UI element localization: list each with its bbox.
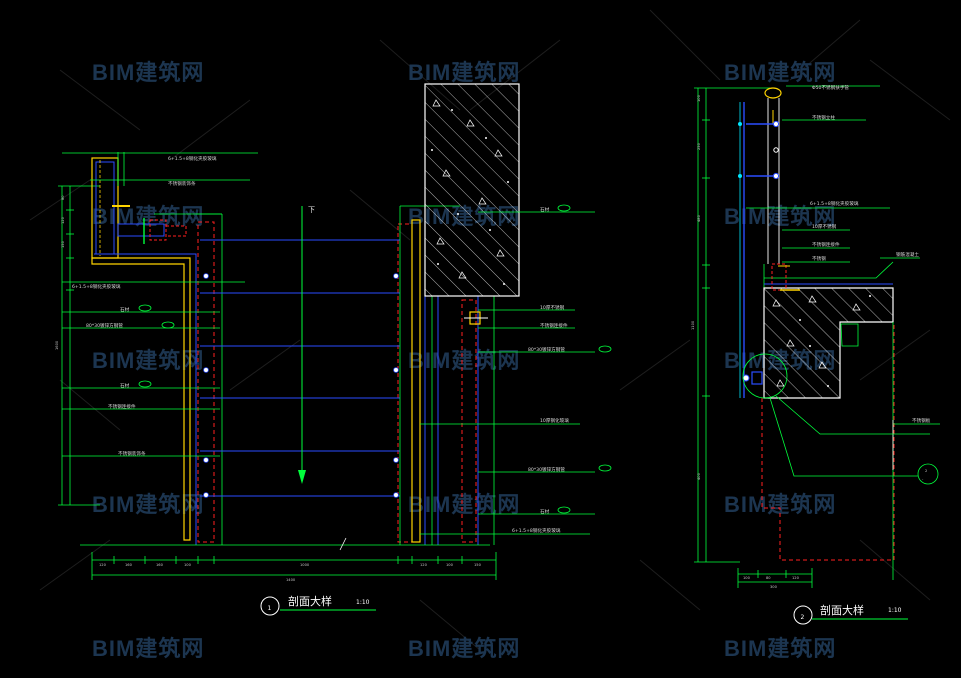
detail-2-title: 剖面大样 [820,603,864,617]
d2-label-6: 不锈钢 [812,255,826,262]
svg-text:120: 120 [792,576,800,580]
detail-1-top-rail [91,152,223,545]
detail-1-title-block: 1 剖面大样 1:10 [260,594,376,616]
watermark-text: BIM建筑网 [92,60,204,85]
watermark-text: BIM建筑网 [724,492,836,517]
detail-1-vertical-dimension [58,185,100,506]
svg-text:120: 120 [420,563,428,567]
svg-text:1000: 1000 [300,563,310,567]
watermark-text: BIM建筑网 [408,636,520,661]
svg-text:400: 400 [697,472,701,480]
detail-1-leaders-left [62,152,258,457]
detail-2-number: 2 [801,614,805,621]
d1-right-label-6: 80*30镀锌方钢管 [528,466,565,473]
d2-label-1: Φ50不锈钢扶手管 [812,84,849,91]
detail-1-down-arrow: 下 [298,206,315,484]
d1-label-5: 80*30镀锌方钢管 [86,322,123,329]
detail-2-handrail [738,87,782,398]
watermark-text: BIM建筑网 [724,636,836,661]
detail-1-scale: 1:10 [356,599,370,606]
detail-2-concrete-slab [763,287,894,399]
svg-text:120: 120 [61,216,65,224]
d1-right-label-7: 石材 [540,508,550,515]
watermarks: BIM建筑网 BIM建筑网 BIM建筑网 BIM建筑网 BIM建筑网 BIM建筑… [92,60,836,661]
svg-text:80: 80 [61,195,65,200]
d2-label-3: 6+1.5+8钢化夹胶玻璃 [810,200,859,207]
d1-label-2: 不锈钢装饰条 [168,180,196,187]
d1-label-3: 6+1.5+8钢化夹胶玻璃 [72,283,121,290]
detail-1-blue-span-lines [200,239,400,497]
detail-2-scale: 1:10 [888,607,902,614]
svg-text:100: 100 [743,576,751,580]
watermark-text: BIM建筑网 [92,204,204,229]
detail-1-number: 1 [268,605,272,612]
d1-label-1: 6+1.5+8钢化夹胶玻璃 [168,155,217,162]
d1-right-label-8: 6+1.5+8钢化夹胶玻璃 [512,527,561,534]
svg-text:1100: 1100 [691,320,695,330]
detail-2-leaders [746,85,940,425]
d1-right-label-5: 10厚钢化玻璃 [540,417,569,424]
d2-label-2: 不锈钢立柱 [812,114,835,121]
detail-1: 80 120 150 1600 [55,83,612,616]
watermark-text: BIM建筑网 [408,492,520,517]
detail-2-horizontal-dimension [737,568,813,588]
detail-2: 100 250 480 1100 400 [691,84,940,625]
svg-text:150: 150 [474,563,482,567]
detail-1-frame-dashed [197,221,477,543]
svg-text:160: 160 [125,563,133,567]
detail-1-horizontal-dimension [80,537,497,580]
detail-1-tag-ellipses [138,204,612,514]
detail-2-callout [742,353,939,485]
svg-text:2: 2 [925,469,927,473]
svg-text:80: 80 [766,576,771,580]
detail-1-title: 剖面大样 [288,594,332,608]
d1-right-label-4: 80*30镀锌方钢管 [528,346,565,353]
down-mark: 下 [308,206,315,214]
d1-label-7: 不锈钢连接件 [108,403,136,410]
d1-stone-tag-1: 石材 [120,306,130,313]
d1-stone-tag-2: 石材 [120,382,130,389]
svg-text:120: 120 [99,563,107,567]
background-guides [29,9,951,651]
d2-label-5: 不锈钢连接件 [812,241,840,248]
detail-1-leaders-right [420,211,595,535]
d2-label-4: 10厚不锈钢 [812,223,837,230]
svg-text:150: 150 [61,240,65,248]
d1-label-8: 不锈钢装饰条 [118,450,146,457]
watermark-text: BIM建筑网 [92,636,204,661]
svg-text:1600: 1600 [55,340,59,350]
detail-1-concrete-wall [424,83,520,297]
detail-2-title-block: 2 剖面大样 1:10 [793,603,908,625]
watermark-text: BIM建筑网 [92,492,204,517]
detail-2-vertical-dimension [694,87,770,563]
watermark-text: BIM建筑网 [408,60,520,85]
detail-2-finish-lines [761,261,895,580]
svg-text:100: 100 [184,563,192,567]
svg-text:480: 480 [697,214,701,222]
svg-text:160: 160 [156,563,164,567]
d2-label-7: 钢筋混凝土 [896,251,919,258]
d2-label-8: 不锈钢板 [912,417,931,424]
svg-text:300: 300 [770,585,778,589]
svg-text:-: - [922,477,924,481]
watermark-text: BIM建筑网 [92,348,204,373]
svg-text:1400: 1400 [286,578,296,582]
d1-right-label-3: 不锈钢连接件 [540,322,568,329]
d1-right-label-1: 石材 [540,206,550,213]
watermark-text: BIM建筑网 [724,60,836,85]
svg-text:100: 100 [446,563,454,567]
detail-1-fixing-points [203,273,399,498]
svg-text:250: 250 [697,142,701,150]
d1-right-label-2: 10厚不锈钢 [540,304,565,311]
svg-text:100: 100 [697,94,701,102]
